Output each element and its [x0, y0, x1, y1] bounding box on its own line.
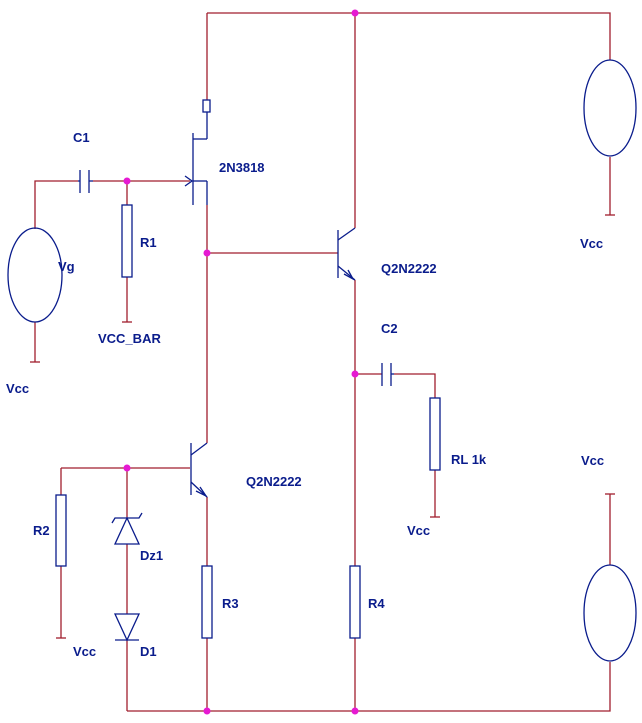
label-vcc-vg: Vcc [6, 381, 29, 396]
zener-diode-dz1 [111, 512, 143, 545]
label-vcc-rl: Vcc [407, 523, 430, 538]
label-rl: RL 1k [451, 452, 487, 467]
junctions [123, 9, 359, 715]
label-r3: R3 [222, 596, 239, 611]
jfet-2n3818 [184, 99, 211, 205]
wires [34, 12, 611, 712]
label-c2: C2 [381, 321, 398, 336]
power-stubs [30, 214, 615, 639]
label-vcc-top-right: Vcc [580, 236, 603, 251]
junction-top-rail [351, 9, 359, 17]
junction-jfet-source [203, 249, 211, 257]
label-vcc-r2: Vcc [73, 644, 96, 659]
resistor-r3 [201, 565, 213, 639]
label-vcc-right: Vcc [581, 453, 604, 468]
labels: C1 R1 VCC_BAR Vg Vcc 2N3818 Q2N2222 C2 R… [6, 130, 604, 659]
label-q1: Q2N2222 [246, 474, 302, 489]
diode-d1 [113, 613, 141, 642]
junction-gate [123, 177, 131, 185]
junction-bottom-r3 [203, 707, 211, 715]
junction-q2-emitter [351, 370, 359, 378]
resistor-r2 [55, 494, 67, 567]
label-vcc-bar: VCC_BAR [98, 331, 161, 346]
input-wire-left [34, 180, 78, 229]
label-r2: R2 [33, 523, 50, 538]
label-c1: C1 [73, 130, 90, 145]
label-dz1: Dz1 [140, 548, 163, 563]
capacitor-c2 [381, 363, 394, 386]
capacitor-c1 [78, 170, 93, 193]
transistor-q1-bottom [190, 442, 208, 498]
bottom-rail-wire [127, 662, 611, 712]
label-r4: R4 [368, 596, 385, 611]
label-vg: Vg [58, 259, 75, 274]
voltage-source-bottom-right [583, 564, 637, 662]
junction-q1-base [123, 464, 131, 472]
resistor-rl [429, 397, 441, 471]
c2-right-wire [394, 373, 436, 398]
voltage-source-top-right [583, 59, 637, 157]
label-d1: D1 [140, 644, 157, 659]
label-jfet: 2N3818 [219, 160, 265, 175]
top-rail-wire [207, 12, 611, 60]
junction-bottom-r4 [351, 707, 359, 715]
voltage-source-vg [7, 227, 63, 323]
resistor-r1 [121, 204, 133, 278]
label-q2: Q2N2222 [381, 261, 437, 276]
resistor-r4 [349, 565, 361, 639]
transistor-q2-top [337, 227, 356, 281]
label-r1: R1 [140, 235, 157, 250]
